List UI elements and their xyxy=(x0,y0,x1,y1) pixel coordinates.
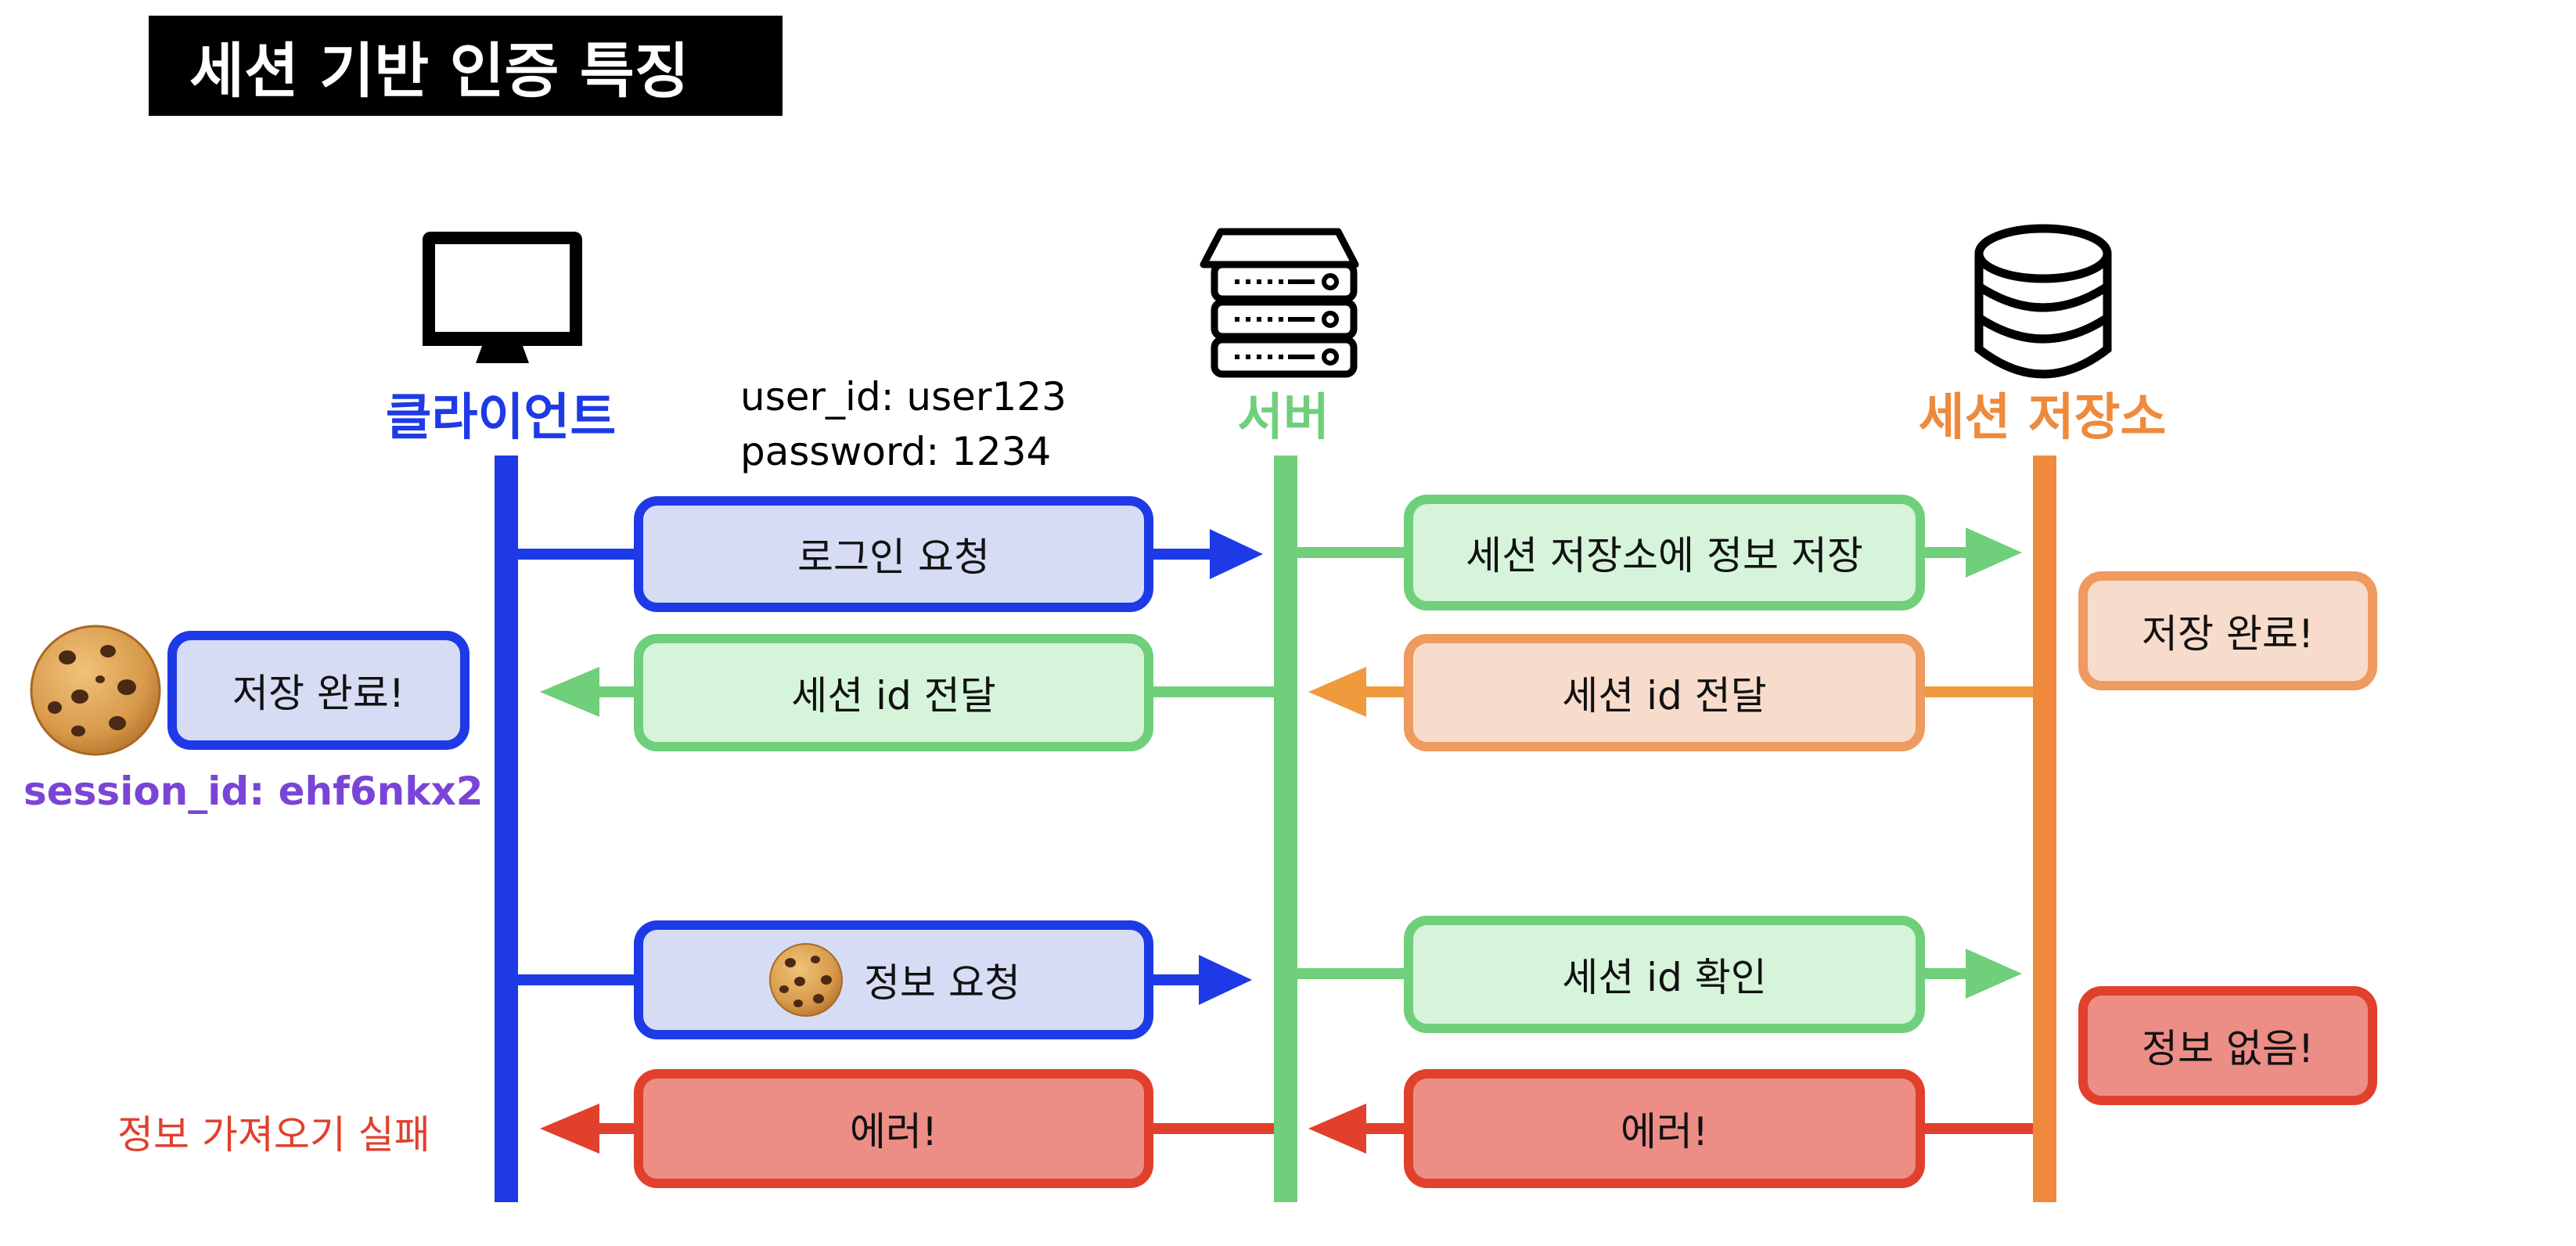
no-info-box: 정보 없음! xyxy=(2078,986,2377,1105)
error-to-client-label: 에러! xyxy=(849,1109,938,1154)
desktop-monitor-icon xyxy=(423,232,582,363)
login-request-box: 로그인 요청 xyxy=(634,496,1153,612)
info-request-arrow xyxy=(518,955,1252,1005)
server-rack-icon xyxy=(1200,228,1359,378)
database-icon xyxy=(1974,224,2112,379)
credentials-text: user_id: user123 password: 1234 xyxy=(740,369,1067,479)
session-id-to-server-box: 세션 id 전달 xyxy=(1404,634,1925,751)
client-store-done-label: 저장 완료! xyxy=(232,671,405,716)
credentials-password: password: 1234 xyxy=(740,429,1052,474)
login-request-arrow xyxy=(518,529,1263,579)
client-lifeline xyxy=(495,456,518,1202)
client-lane-label: 클라이언트 xyxy=(360,377,642,449)
info-request-box: 정보 요청 xyxy=(634,920,1153,1039)
server-lane-label: 서버 xyxy=(1174,377,1393,449)
store-info-label: 세션 저장소에 정보 저장 xyxy=(1466,533,1863,578)
error-to-server-arrow xyxy=(1308,1104,2033,1154)
page-title-text: 세션 기반 인증 특징 xyxy=(189,36,689,106)
info-request-label: 정보 요청 xyxy=(864,960,1020,1006)
credentials-user-id: user_id: user123 xyxy=(740,374,1067,420)
error-to-client-arrow xyxy=(540,1104,1274,1154)
page-title: 세션 기반 인증 특징 xyxy=(149,16,783,116)
session-id-value-text: session_id: ehf6nkx2 xyxy=(23,769,484,814)
store-done-label: 저장 완료! xyxy=(2142,611,2314,657)
session-id-to-client-box: 세션 id 전달 xyxy=(634,634,1153,751)
no-info-label: 정보 없음! xyxy=(2142,1026,2314,1071)
session-id-to-server-arrow xyxy=(1308,667,2033,717)
login-request-label: 로그인 요청 xyxy=(797,535,990,580)
session-id-to-client-arrow xyxy=(540,667,1274,717)
error-to-server-box: 에러! xyxy=(1404,1069,1925,1188)
check-session-arrow xyxy=(1297,949,2022,999)
check-session-label: 세션 id 확인 xyxy=(1562,955,1767,1000)
cookie-icon xyxy=(30,625,161,756)
store-info-arrow xyxy=(1297,528,2022,578)
store-lane-label: 세션 저장소 xyxy=(1878,377,2207,449)
store-lifeline xyxy=(2033,456,2056,1202)
error-to-client-box: 에러! xyxy=(634,1069,1153,1188)
check-session-box: 세션 id 확인 xyxy=(1404,916,1925,1033)
server-lifeline xyxy=(1274,456,1297,1202)
session-id-to-server-label: 세션 id 전달 xyxy=(1562,673,1767,718)
error-to-server-label: 에러! xyxy=(1620,1109,1709,1154)
session-id-value: session_id: ehf6nkx2 xyxy=(23,769,484,814)
fetch-failed-text: 정보 가져오기 실패 xyxy=(117,1104,430,1160)
server-lane-label-text: 서버 xyxy=(1237,389,1329,447)
client-lane-label-text: 클라이언트 xyxy=(385,389,617,447)
cookie-icon xyxy=(769,943,844,1017)
store-done-box: 저장 완료! xyxy=(2078,571,2377,690)
client-store-done-box: 저장 완료! xyxy=(167,631,470,750)
session-id-to-client-label: 세션 id 전달 xyxy=(791,673,996,718)
store-info-box: 세션 저장소에 정보 저장 xyxy=(1404,495,1925,610)
store-lane-label-text: 세션 저장소 xyxy=(1918,389,2167,447)
fetch-failed-label: 정보 가져오기 실패 xyxy=(117,1112,430,1158)
